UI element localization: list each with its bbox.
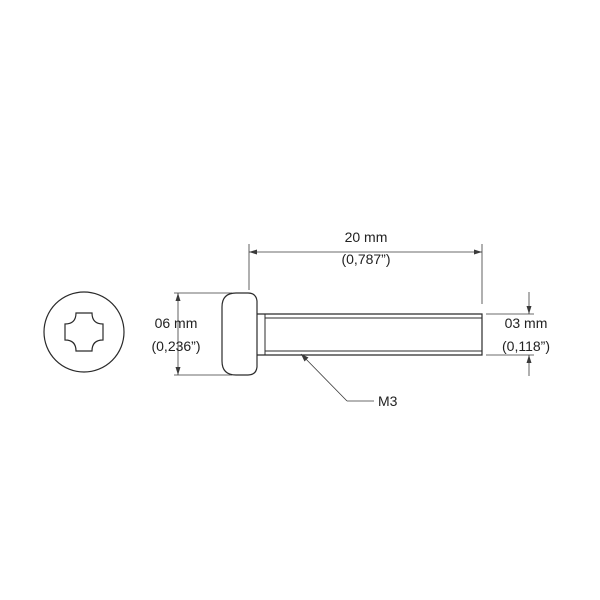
head-diameter-dimension (174, 292, 232, 376)
phillips-recess-icon (64, 312, 104, 352)
thread-diameter-dimension (486, 292, 534, 376)
head-diameter-imperial-label: (0,236”) (151, 338, 200, 354)
length-imperial-label: (0,787”) (341, 251, 390, 267)
screw-head (221, 292, 258, 376)
thread-callout-leader (300, 353, 374, 402)
screw-side-view (221, 292, 483, 376)
thread-callout-label: M3 (378, 393, 398, 409)
screw-head-end-view (43, 291, 125, 373)
screw-shank (257, 313, 483, 356)
head-diameter-metric-label: 06 mm (155, 315, 198, 331)
thread-diameter-imperial-label: (0,118”) (502, 338, 550, 354)
thread-diameter-metric-label: 03 mm (505, 315, 548, 331)
length-dimension (248, 244, 483, 304)
length-metric-label: 20 mm (345, 229, 388, 245)
